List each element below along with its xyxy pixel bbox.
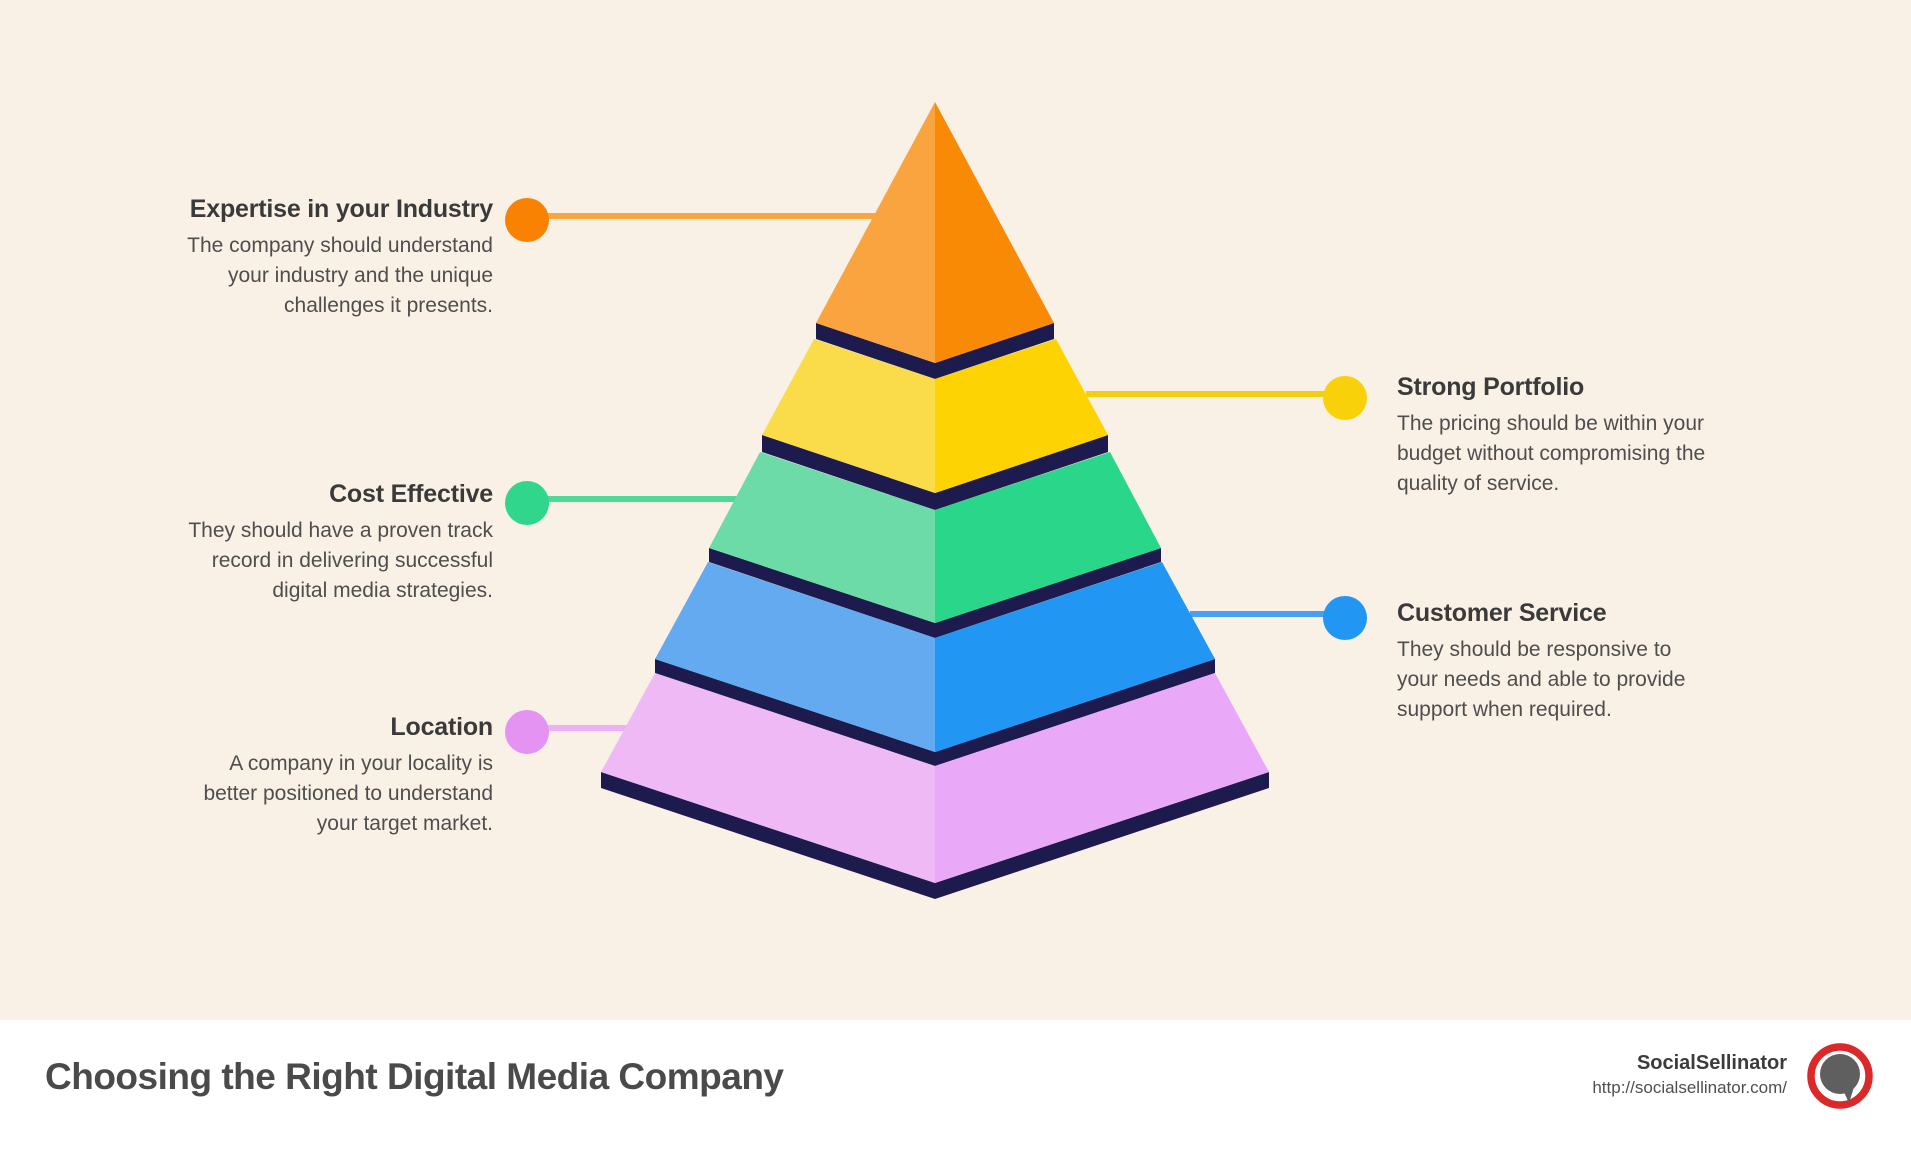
description-line: budget without compromising the [1397, 442, 1706, 465]
label-card-service: Customer Service They should be responsi… [1397, 596, 1757, 725]
pyramid-layer-service-left-face [655, 562, 935, 752]
description-line: The company should understand [187, 234, 493, 257]
label-card-cost: Cost Effective They should have a proven… [113, 477, 493, 606]
brand-url: http://socialsellinator.com/ [1592, 1078, 1787, 1097]
pyramid-layer-location-left-face [601, 673, 935, 883]
label-description: They should be responsive to your needs … [1397, 635, 1757, 725]
description-line: They should have a proven track [188, 519, 493, 542]
brand-block: SocialSellinator http://socialsellinator… [1592, 1050, 1787, 1100]
pyramid-layer-service-right-face [935, 562, 1215, 752]
description-line: quality of service. [1397, 472, 1560, 495]
bullet-circle-portfolio [1323, 376, 1367, 420]
bullet-circle-expertise [505, 198, 549, 242]
description-line: challenges it presents. [284, 294, 493, 317]
description-line: record in delivering successful [211, 549, 493, 572]
label-card-location: Location A company in your locality is b… [113, 710, 493, 839]
pyramid-layer-portfolio-right-face [935, 339, 1108, 493]
pyramid-band-1 [816, 323, 1054, 379]
label-title: Location [390, 713, 493, 741]
label-card-portfolio: Strong Portfolio The pricing should be w… [1397, 370, 1757, 499]
logo-bubble-tail [1843, 1087, 1854, 1103]
description-line: your needs and able to provide [1397, 668, 1686, 691]
description-line: better positioned to understand [203, 782, 493, 805]
description-line: digital media strategies. [272, 579, 493, 602]
label-title: Expertise in your Industry [189, 195, 493, 223]
logo-bubble [1820, 1054, 1860, 1094]
pyramid-layer-cost-left-face [709, 452, 935, 623]
bullet-circle-location [505, 710, 549, 754]
pyramid-layer-cost-right-face [935, 452, 1161, 623]
label-description: A company in your locality is better pos… [113, 749, 493, 839]
label-description: They should have a proven track record i… [113, 516, 493, 606]
pyramid-layer-location-right-face [935, 673, 1269, 883]
label-title: Cost Effective [329, 480, 493, 508]
label-title: Strong Portfolio [1397, 373, 1585, 401]
label-description: The company should understand your indus… [113, 231, 493, 321]
pyramid-layer-expertise-right-face [935, 102, 1054, 363]
description-line: The pricing should be within your [1397, 412, 1705, 435]
description-line: your target market. [316, 812, 493, 835]
pyramid-layer-portfolio-left-face [762, 339, 935, 493]
description-line: your industry and the unique [227, 264, 493, 287]
bullet-circle-service [1323, 596, 1367, 640]
label-title: Customer Service [1397, 599, 1607, 627]
infographic-title: Choosing the Right Digital Media Company [45, 1056, 784, 1097]
bullet-circle-cost [505, 481, 549, 525]
description-line: A company in your locality is [229, 752, 493, 775]
socialsellinator-logo-icon [1807, 1043, 1873, 1109]
footer-bar: Choosing the Right Digital Media Company… [0, 1020, 1911, 1160]
logo-ring [1807, 1043, 1873, 1109]
label-card-expertise: Expertise in your Industry The company s… [113, 192, 493, 321]
pyramid-band-2 [762, 435, 1108, 510]
description-line: They should be responsive to [1397, 638, 1672, 661]
label-description: The pricing should be within your budget… [1397, 409, 1757, 499]
description-line: support when required. [1397, 698, 1612, 721]
brand-name: SocialSellinator [1636, 1052, 1787, 1074]
pyramid-layer-expertise-left-face [816, 102, 935, 363]
